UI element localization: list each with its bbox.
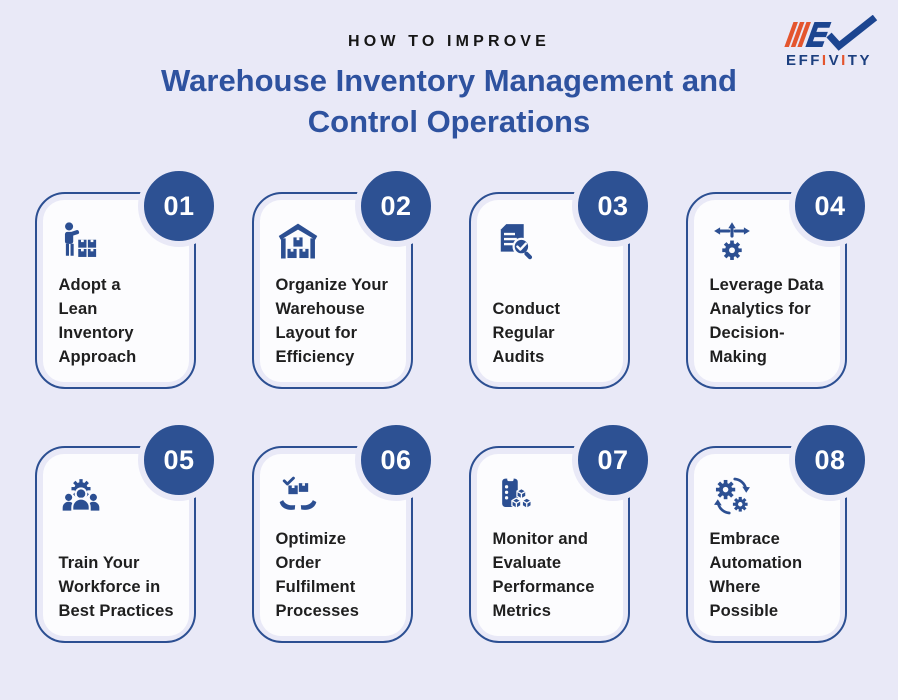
step-card: Leverage Data Analytics for Decision- Ma… (686, 165, 871, 389)
card-label: Embrace Automation Where Possible (709, 529, 803, 620)
card-outline (35, 192, 196, 389)
logo-letter: F (810, 52, 822, 69)
logo-letter: I (841, 52, 848, 69)
logo-letter: T (847, 52, 860, 69)
automation-gears-icon (710, 474, 754, 518)
step-card: Adopt a Lean Inventory Approach 01 (35, 165, 220, 389)
card-label: Leverage Data Analytics for Decision- Ma… (709, 275, 824, 366)
header: HOW TO IMPROVE Warehouse Inventory Manag… (0, 0, 898, 142)
card-outline (686, 446, 847, 643)
card-label: Train Your Workforce in Best Practices (58, 553, 174, 620)
step-number: 08 (814, 444, 846, 475)
logo-letter: E (786, 52, 799, 69)
step-card: Monitor and Evaluate Performance Metrics… (469, 419, 654, 643)
logo-wordmark: EFFIVITY (772, 52, 886, 69)
logo-letter: F (798, 52, 811, 69)
step-number-badge: 03 (572, 165, 654, 247)
logo-letter: I (821, 52, 829, 69)
performance-metrics-icon (493, 474, 537, 518)
step-card: Train Your Workforce in Best Practices 0… (35, 419, 220, 643)
data-analytics-icon (710, 220, 754, 264)
step-card: Optimize Order Fulfilment Processes 06 (252, 419, 437, 643)
effivity-logo: EFFIVITY (772, 15, 886, 69)
worker-with-boxes-icon (59, 220, 103, 264)
step-number-badge: 01 (138, 165, 220, 247)
step-number: 02 (380, 190, 412, 221)
step-number: 01 (163, 190, 195, 221)
logo-letter: Y (859, 52, 872, 69)
card-outline (469, 446, 630, 643)
step-number-badge: 08 (789, 419, 871, 501)
card-outline (252, 192, 413, 389)
workforce-training-icon (59, 474, 103, 518)
step-number-badge: 06 (355, 419, 437, 501)
card-outline (686, 192, 847, 389)
step-card: Organize Your Warehouse Layout for Effic… (252, 165, 437, 389)
card-outline (252, 446, 413, 643)
step-number: 04 (814, 190, 846, 221)
step-card: Conduct Regular Audits 03 (469, 165, 654, 389)
audit-document-icon (493, 220, 537, 264)
page-title-line1: Warehouse Inventory Management and (161, 63, 737, 98)
card-label: Optimize Order Fulfilment Processes (275, 529, 359, 620)
step-number-badge: 07 (572, 419, 654, 501)
card-label: Monitor and Evaluate Performance Metrics (492, 529, 595, 620)
step-card: Embrace Automation Where Possible 08 (686, 419, 871, 643)
card-body: Leverage Data Analytics for Decision- Ma… (693, 199, 840, 382)
step-number-badge: 02 (355, 165, 437, 247)
step-number-badge: 05 (138, 419, 220, 501)
step-number: 03 (597, 190, 629, 221)
logo-letter: V (828, 52, 842, 69)
card-outline (35, 446, 196, 643)
card-label: Organize Your Warehouse Layout for Effic… (275, 275, 389, 366)
kicker-text: HOW TO IMPROVE (348, 33, 550, 50)
step-number: 07 (597, 444, 629, 475)
card-label: Adopt a Lean Inventory Approach (58, 275, 137, 366)
step-number-badge: 04 (789, 165, 871, 247)
order-fulfilment-icon (276, 474, 320, 518)
card-label: Conduct Regular Audits (492, 299, 561, 366)
page-title-line2: Control Operations (307, 104, 591, 139)
card-outline (469, 192, 630, 389)
effivity-emblem-icon (784, 15, 878, 51)
step-number: 06 (380, 444, 412, 475)
cards-grid: Adopt a Lean Inventory Approach 01 Organ… (0, 165, 898, 643)
warehouse-icon (276, 220, 320, 264)
step-number: 05 (163, 444, 195, 475)
card-body: Adopt a Lean Inventory Approach (42, 199, 189, 382)
